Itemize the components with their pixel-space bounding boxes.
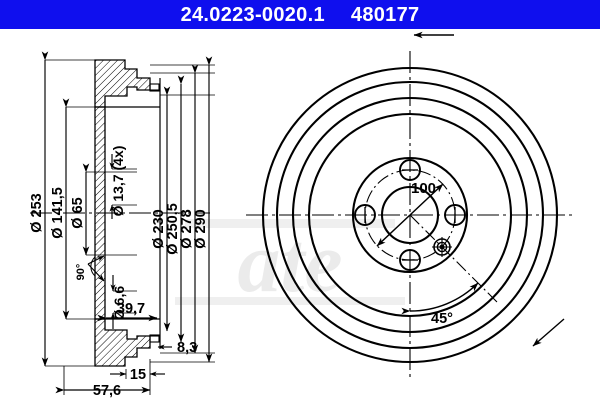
article-number: 480177 bbox=[350, 3, 420, 26]
dimension-57-6: 57,6 bbox=[55, 383, 151, 399]
watermark-text: ate bbox=[237, 214, 342, 310]
header-bar: 24.0223-0020.1 480177 bbox=[0, 0, 600, 29]
right-dimensions: Ø 230 Ø 250,5 Ø 278 Ø 290 bbox=[150, 56, 215, 363]
projection-lines bbox=[45, 59, 137, 367]
dimension-39-7: 39,7 bbox=[97, 301, 158, 322]
dimension-253: Ø 253 bbox=[29, 51, 49, 367]
dimension-15: 15 bbox=[110, 367, 165, 383]
section-material-lower bbox=[94, 318, 151, 367]
face-view: 100 45° bbox=[246, 31, 574, 381]
dimension-label-6-6: Ø 6,6 bbox=[111, 286, 127, 320]
dimension-label-39-7: 39,7 bbox=[117, 301, 145, 317]
angle-label-45: 45° bbox=[431, 311, 453, 327]
dimension-label-250-5: Ø 250,5 bbox=[165, 203, 181, 255]
dimension-250-5: Ø 250,5 bbox=[165, 75, 185, 343]
dimension-8-3: 8,3 bbox=[157, 340, 197, 356]
dimension-90-deg: 90° bbox=[75, 255, 105, 282]
dimension-label-290: Ø 290 bbox=[193, 209, 209, 249]
dimension-65: Ø 65 bbox=[70, 163, 90, 256]
dimension-label-230: Ø 230 bbox=[151, 209, 167, 249]
bolt-circle-label: 100 bbox=[411, 180, 436, 197]
part-number: 24.0223-0020.1 bbox=[180, 3, 325, 26]
technical-drawing-svg: ate bbox=[29, 31, 574, 399]
dimension-278: Ø 278 bbox=[179, 64, 199, 354]
dimension-label-13-7: Ø 13,7 (4x) bbox=[110, 146, 126, 217]
drawing-canvas: ate bbox=[0, 29, 600, 400]
dimension-label-253: Ø 253 bbox=[29, 193, 45, 233]
bolt-circle-dimension: 100 bbox=[376, 180, 444, 247]
dimension-label-15: 15 bbox=[130, 367, 146, 383]
dimension-label-141-5: Ø 141,5 bbox=[50, 187, 66, 239]
left-dimensions: Ø 253 Ø 141,5 Ø 65 Ø 13,7 (4x) Ø 6,6 bbox=[29, 51, 127, 367]
dimension-141-5: Ø 141,5 bbox=[50, 98, 70, 320]
dimension-label-65: Ø 65 bbox=[70, 197, 86, 228]
bottom-dimensions: 39,7 8,3 15 57,6 bbox=[55, 301, 197, 399]
dimension-230: Ø 230 bbox=[151, 86, 171, 332]
angle-dimension-45: 45° bbox=[401, 214, 498, 327]
dimension-label-57-6: 57,6 bbox=[93, 383, 121, 399]
dimension-label-8-3: 8,3 bbox=[177, 340, 197, 356]
dimension-label-90-deg: 90° bbox=[75, 264, 87, 281]
dimension-290: Ø 290 bbox=[193, 56, 213, 363]
dimension-13-7: Ø 13,7 (4x) bbox=[109, 146, 126, 219]
dimension-label-278: Ø 278 bbox=[179, 209, 195, 249]
rim-leader-arrow bbox=[532, 318, 565, 347]
